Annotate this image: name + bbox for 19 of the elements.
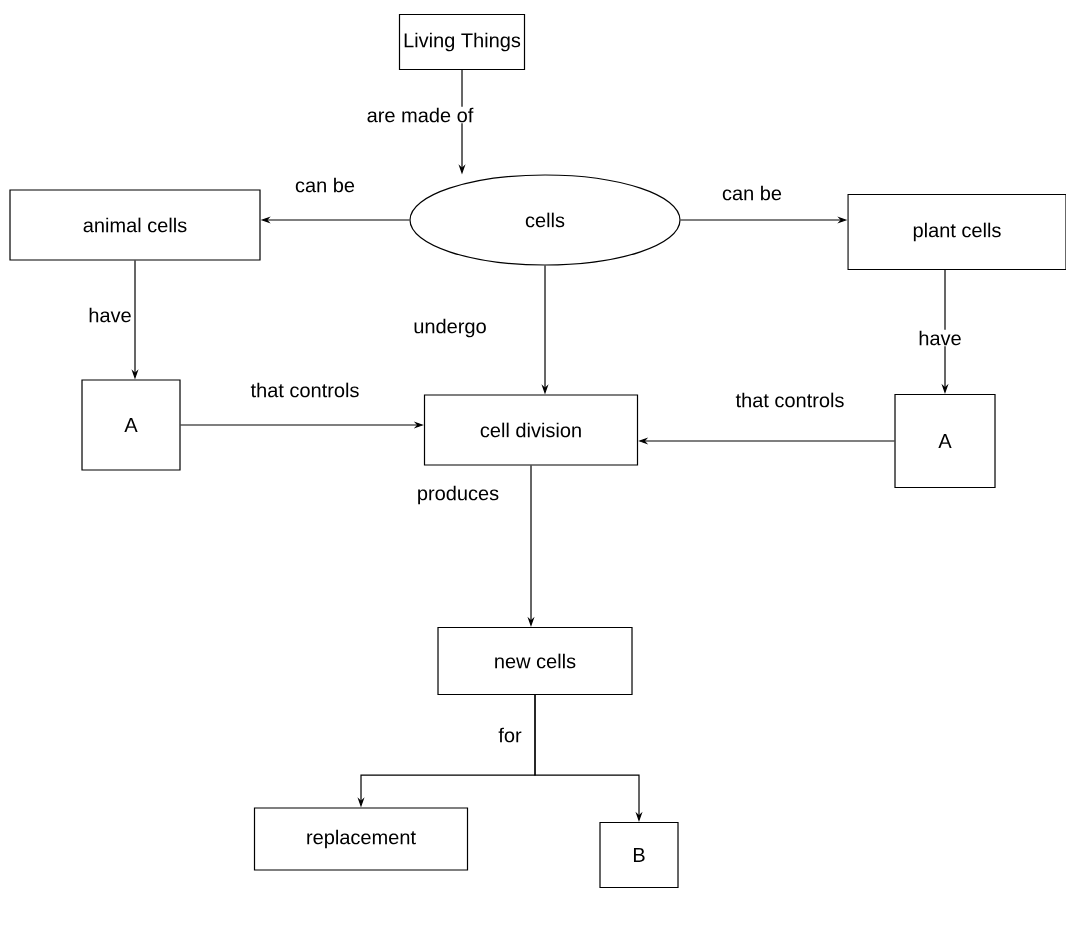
concept-box: Living Things	[398, 13, 526, 71]
concept-box: animal cells	[9, 189, 261, 261]
concept-box: A	[894, 393, 996, 489]
edge-label: that controls	[734, 391, 846, 409]
edge-label: that controls	[249, 381, 361, 399]
concept-box: cell division	[423, 394, 639, 466]
concept-box: new cells	[437, 626, 633, 696]
concept-box: replacement	[253, 807, 469, 871]
edge-label: produces	[415, 484, 501, 506]
edge-label: have	[917, 329, 963, 347]
edge-label: can be	[294, 176, 357, 194]
concept-box: B	[599, 821, 679, 889]
concept-box: plant cells	[847, 193, 1066, 271]
edge-label: are made of	[365, 106, 475, 124]
edge-label: undergo	[412, 317, 488, 339]
concept-box: A	[81, 379, 181, 471]
edge-label: have	[87, 306, 133, 324]
edge-label: can be	[721, 184, 784, 202]
edge-label: for	[497, 726, 523, 744]
